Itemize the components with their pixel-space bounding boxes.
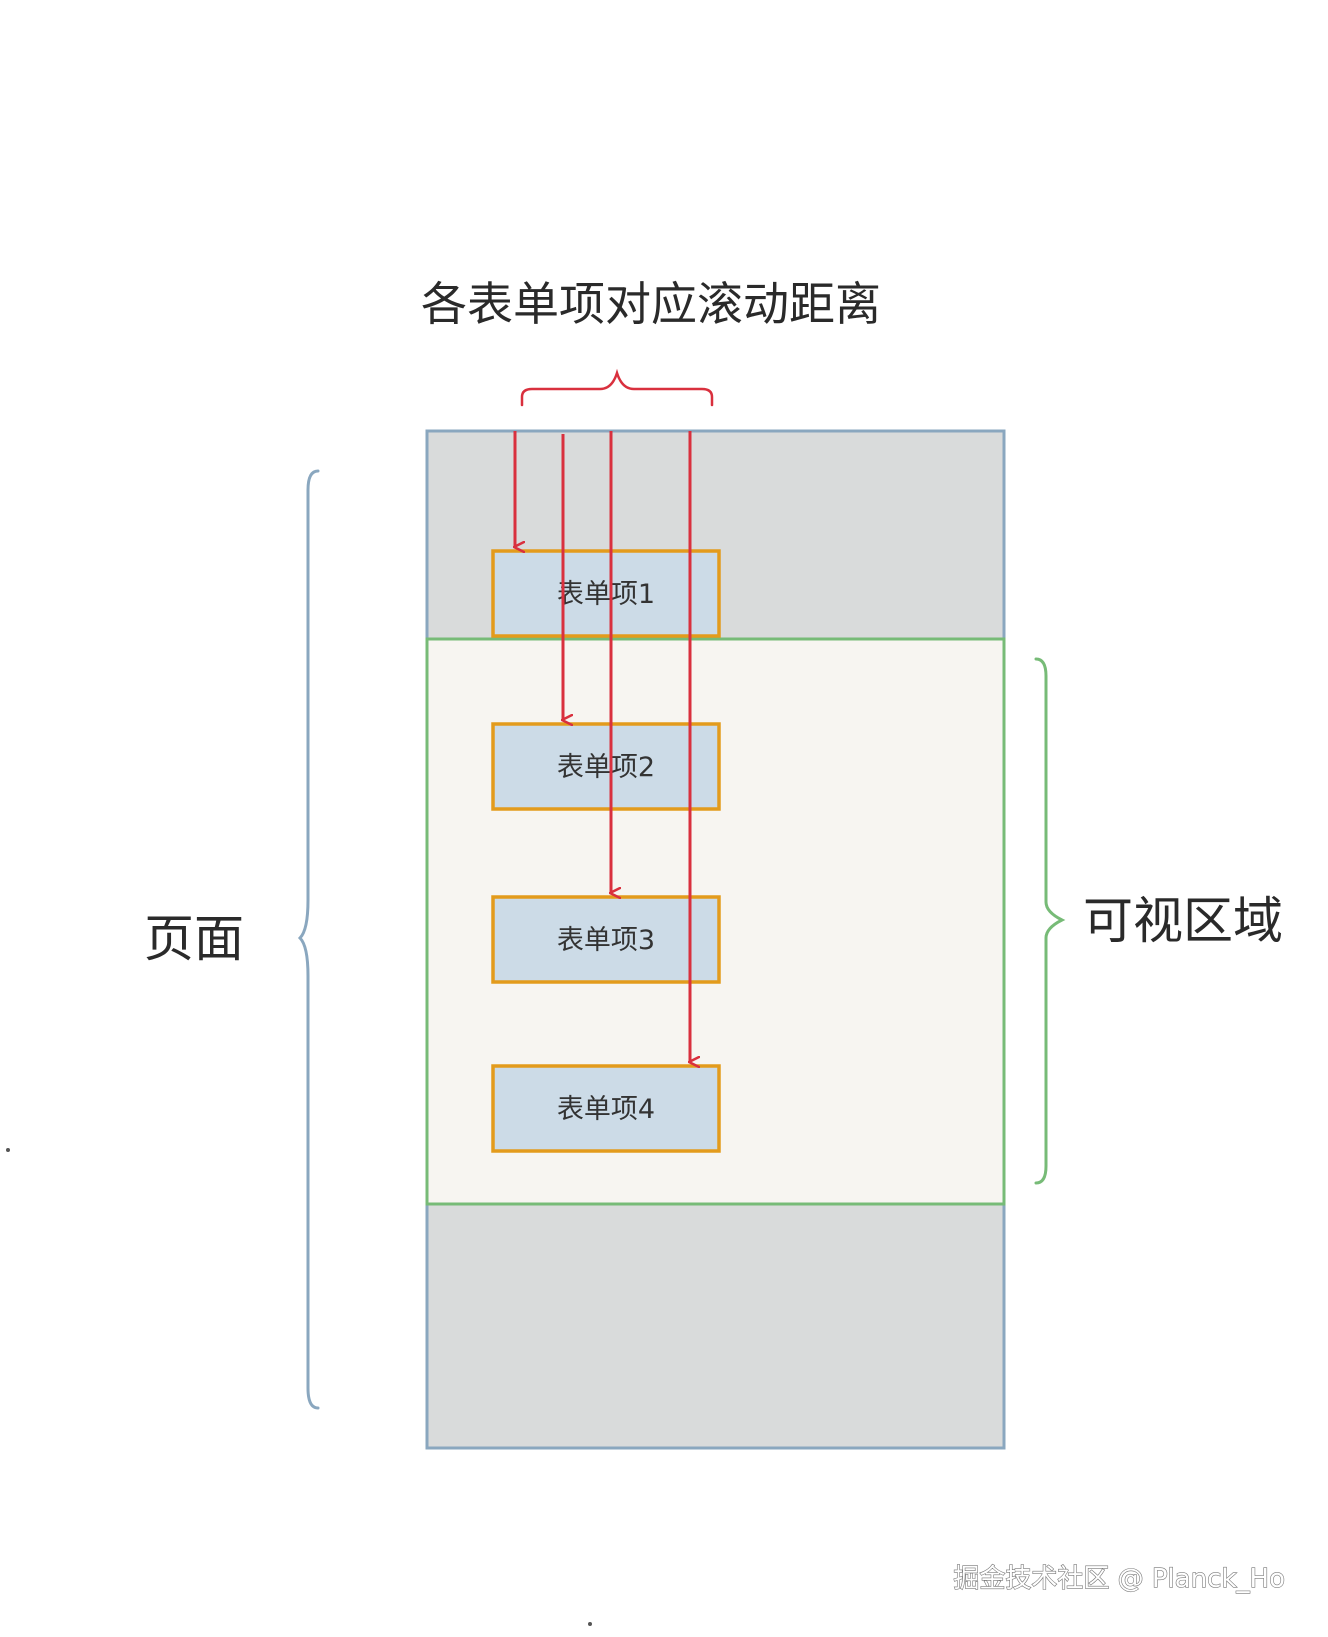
viewport-label: 可视区域	[1083, 892, 1283, 950]
form-item-label: 表单项3	[557, 925, 655, 956]
form-item-2: 表单项2	[491, 722, 721, 811]
viewport-brace	[1034, 657, 1066, 1185]
stray-dot	[588, 1622, 592, 1626]
page-brace	[297, 469, 320, 1410]
form-item-1: 表单项1	[491, 549, 721, 638]
form-item-4: 表单项4	[491, 1064, 721, 1153]
form-item-label: 表单项1	[557, 579, 655, 610]
form-item-3: 表单项3	[491, 895, 721, 984]
form-item-label: 表单项2	[557, 752, 655, 783]
watermark: 掘金技术社区 @ Planck_Ho	[953, 1564, 1285, 1594]
stray-dot	[6, 1148, 10, 1152]
scroll-distance-brace	[520, 368, 714, 407]
form-item-label: 表单项4	[557, 1094, 655, 1125]
diagram-title: 各表单项对应滚动距离	[421, 277, 881, 331]
page-label: 页面	[144, 910, 244, 968]
